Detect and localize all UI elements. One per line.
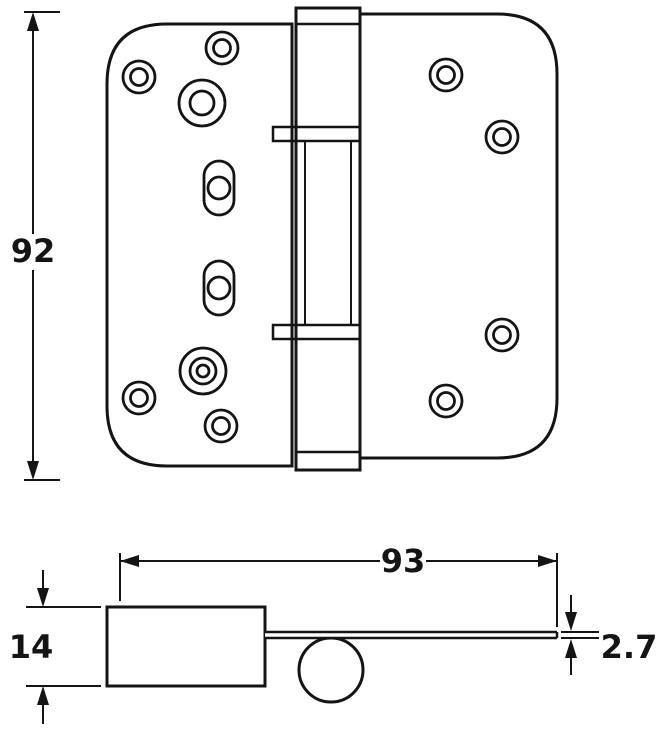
slot-screw: [206, 175, 232, 201]
side-view: 93 14 2.7: [9, 542, 657, 724]
jamb-leaf-section: [105, 605, 267, 688]
screw-hole-inner: [129, 67, 149, 87]
screw-hole-inner: [211, 416, 231, 436]
dimension-height: 92: [11, 11, 60, 481]
adjuster-hole-mid: [188, 356, 218, 386]
left-leaf: [105, 22, 294, 468]
dimension-length: 93: [119, 542, 558, 627]
arrowhead-down: [565, 612, 577, 631]
screw-hole-outer: [428, 383, 464, 419]
leaf-body: [265, 632, 557, 638]
slot-hole: [202, 259, 236, 317]
arrowhead-up: [37, 686, 49, 705]
adjuster-hole-inner: [195, 363, 211, 379]
dimension-block-height: 14: [9, 570, 101, 724]
screw-hole-outer: [428, 57, 464, 93]
arrowhead-left: [120, 555, 139, 567]
dimension-label-length: 93: [381, 542, 426, 580]
right-leaf: [358, 12, 559, 460]
dimension-label-thickness: 2.7: [601, 628, 658, 666]
screw-hole-outer: [121, 380, 157, 416]
adjuster-hole-inner: [188, 89, 216, 117]
knuckle-section: [297, 636, 365, 704]
screw-hole-inner: [212, 38, 232, 58]
screw-hole-inner: [129, 388, 149, 408]
slot-hole: [202, 159, 236, 217]
door-leaf-section: [265, 630, 559, 640]
screw-hole-outer: [204, 30, 240, 66]
arrowhead-down: [27, 461, 39, 480]
screw-hole-inner: [492, 325, 512, 345]
slot-screw: [206, 275, 232, 301]
arrowhead-right: [538, 555, 557, 567]
arrowhead-up: [27, 12, 39, 31]
adjuster-hole-outer: [178, 346, 228, 396]
screw-hole-inner: [436, 65, 456, 85]
screw-hole-outer: [121, 59, 157, 95]
right-leaf-holes: [428, 57, 520, 419]
knuckle-joint-top: [271, 125, 360, 143]
knuckle-barrel: [294, 6, 362, 472]
knuckle-joint-bottom: [271, 323, 360, 341]
adjuster-hole-outer: [177, 78, 227, 128]
dimension-thickness: 2.7: [561, 595, 657, 675]
screw-hole-outer: [484, 317, 520, 353]
front-view: 92: [11, 6, 559, 481]
left-leaf-holes: [121, 30, 240, 444]
screw-hole-inner: [436, 391, 456, 411]
arrowhead-up: [565, 639, 577, 658]
arrowhead-down: [37, 588, 49, 607]
screw-hole-outer: [203, 408, 239, 444]
dimension-label-height: 92: [11, 232, 56, 270]
dimension-label-block: 14: [9, 628, 54, 666]
screw-hole-outer: [484, 119, 520, 155]
screw-hole-inner: [492, 127, 512, 147]
